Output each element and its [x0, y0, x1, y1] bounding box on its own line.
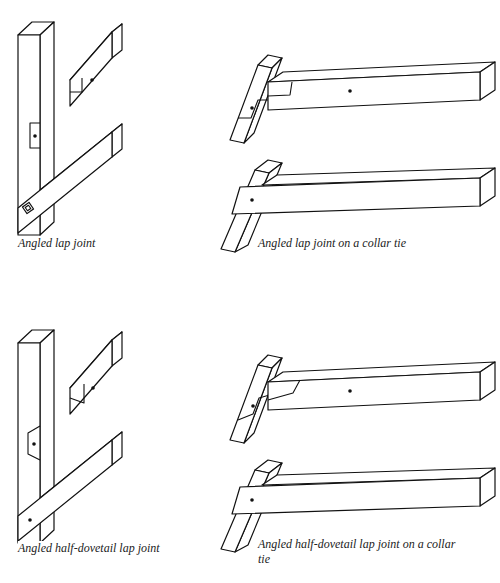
- figure-caption: Angled lap joint on a collar tie: [258, 236, 406, 251]
- figure-caption: Angled half-dovetail lap joint on a coll…: [258, 537, 458, 567]
- half-dovetail-lap-joint: [18, 330, 122, 543]
- collar-tie-lap-joint: [221, 55, 495, 252]
- figure-caption: Angled half-dovetail lap joint: [18, 541, 160, 556]
- collar-tie-half-dovetail-joint: [221, 355, 495, 552]
- figure-caption: Angled lap joint: [18, 236, 95, 251]
- angled-lap-joint: [18, 22, 122, 235]
